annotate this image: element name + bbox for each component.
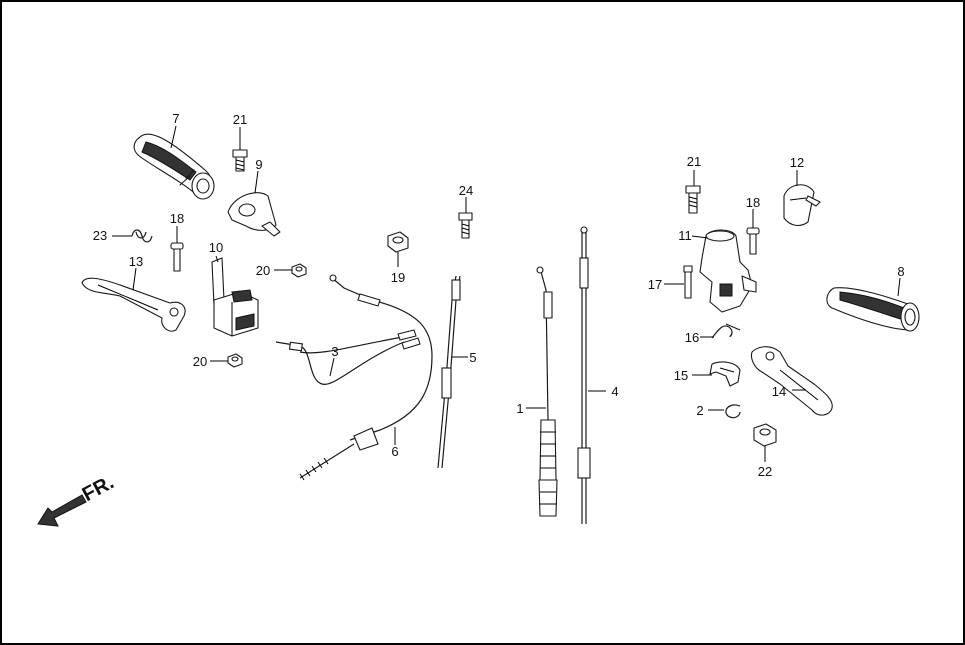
callout-17: 17 [648,277,662,292]
part-1-cable [536,266,558,517]
callout-10: 10 [209,240,223,255]
part-20-nut-upper [291,263,307,278]
callout-20a: 20 [256,263,270,278]
callout-24: 24 [459,183,473,198]
part-21-bolt-left [232,149,248,172]
callout-9: 9 [255,157,262,172]
part-16-spring [711,323,741,339]
part-18-pivot-bolt-left [170,242,184,272]
part-17-bolt [683,265,693,299]
callout-12: 12 [790,155,804,170]
front-direction-arrow [37,494,87,527]
part-18-pivot-bolt-right [746,227,760,255]
callout-5: 5 [469,350,476,365]
part-2-clip [725,404,741,419]
callout-3: 3 [331,344,338,359]
callout-16: 16 [685,330,699,345]
callout-2: 2 [696,403,703,418]
callout-6: 6 [391,444,398,459]
leader-11 [691,235,709,239]
callout-23: 23 [93,228,107,243]
part-15-bracket [709,361,741,387]
callout-4: 4 [611,384,618,399]
callout-22: 22 [758,464,772,479]
part-19-nut [387,231,409,253]
callout-20b: 20 [193,354,207,369]
part-24-bolt [458,212,473,239]
part-23-spring [131,229,153,243]
part-12-clamp [783,184,821,227]
leader-3 [329,357,335,377]
leader-9 [254,170,259,194]
part-3-harness-cable [275,329,421,385]
part-13-left-lever [81,277,186,332]
part-11-master-cylinder [699,229,757,313]
part-8-right-grip [826,287,920,332]
part-14-right-lever [750,346,833,416]
callout-18b: 18 [746,195,760,210]
callout-8: 8 [897,264,904,279]
callout-11: 11 [678,228,692,243]
part-21-bolt-right [685,185,701,214]
part-5-throttle-cable [437,275,461,469]
callout-15: 15 [674,368,688,383]
callout-13: 13 [129,254,143,269]
part-4-long-cable [577,226,591,524]
callout-19: 19 [391,270,405,285]
callout-21b: 21 [687,154,701,169]
part-9-throttle-housing [227,192,281,237]
leader-10 [215,255,219,263]
leader-8 [897,277,901,297]
part-6-brake-cable [299,274,433,481]
part-22-nut [753,423,777,447]
part-7-left-grip [133,133,215,200]
callout-7: 7 [172,111,179,126]
part-10-switch [211,257,259,337]
leader-13 [132,267,137,291]
callout-18a: 18 [170,211,184,226]
part-20-nut-lower [227,353,243,368]
callout-14: 14 [772,384,786,399]
leader-7 [170,125,177,149]
callout-1: 1 [516,401,523,416]
callout-21a: 21 [233,112,247,127]
